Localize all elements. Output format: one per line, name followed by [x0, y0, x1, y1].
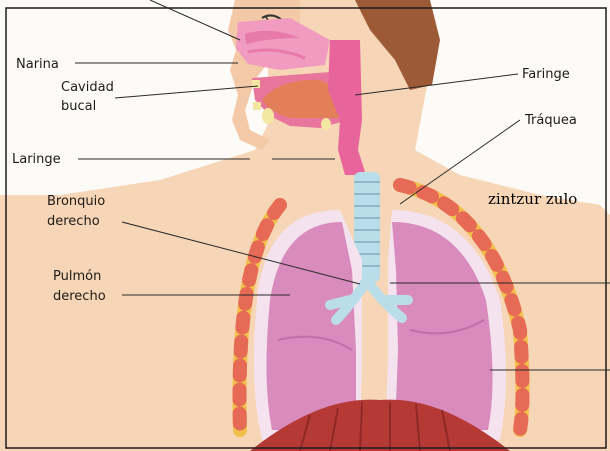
- label-pulmon-line1: Pulmón: [53, 268, 101, 285]
- label-traquea: Tráquea: [525, 112, 577, 129]
- label-laringe: Laringe: [12, 151, 61, 168]
- label-faringe: Faringe: [522, 66, 570, 83]
- label-bronquio-line1: Bronquio: [47, 193, 105, 210]
- label-pulmon-line2: derecho: [53, 288, 106, 305]
- label-cavidad-line1: Cavidad: [61, 79, 114, 96]
- label-zintzur-zulo: zintzur zulo: [488, 191, 577, 208]
- label-cavidad-line2: bucal: [61, 98, 96, 115]
- label-bronquio-line2: derecho: [47, 213, 100, 230]
- label-narina: Narina: [16, 56, 59, 73]
